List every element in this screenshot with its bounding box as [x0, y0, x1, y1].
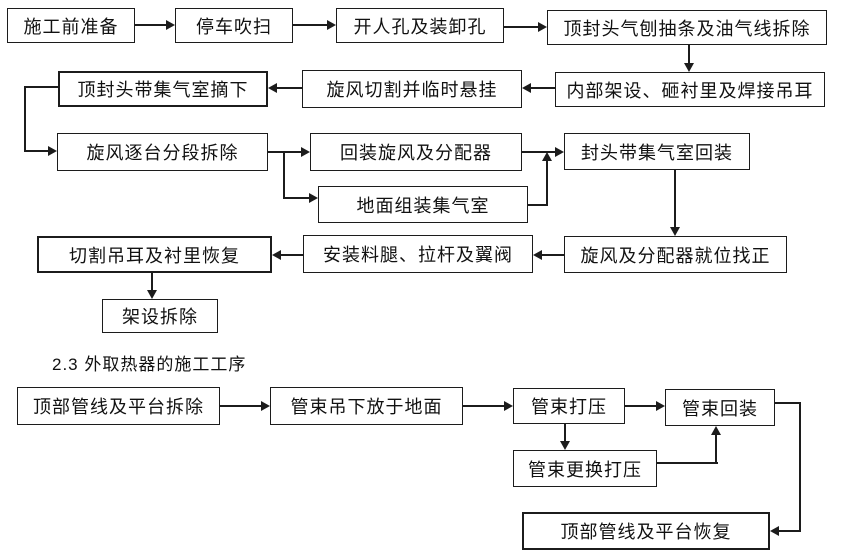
connector-line	[504, 26, 540, 28]
connector-line	[275, 87, 302, 89]
node-open-manhole: 开人孔及装卸孔	[336, 8, 504, 43]
connector-line	[135, 24, 168, 26]
arrow-right-icon	[166, 20, 175, 30]
connector-line	[279, 254, 303, 256]
node-cyclone-reinstall: 回装旋风及分配器	[310, 133, 522, 171]
arrow-left-icon	[533, 250, 542, 260]
arrow-down-icon	[670, 227, 680, 236]
connector-line	[283, 151, 285, 198]
arrow-down-icon	[147, 290, 157, 299]
node-internal-scaffold: 内部架设、砸衬里及焊接吊耳	[555, 72, 825, 107]
arrow-right-icon	[327, 20, 336, 30]
connector-line	[522, 151, 556, 153]
arrow-right-icon	[48, 146, 57, 156]
node-head-reinstall: 封头带集气室回装	[564, 133, 750, 170]
arrow-up-icon	[711, 426, 721, 435]
connector-line	[293, 24, 329, 26]
connector-line	[674, 170, 676, 228]
arrow-left-icon	[522, 83, 531, 93]
connector-line	[546, 160, 548, 206]
arrow-left-icon	[272, 250, 281, 260]
arrow-right-icon	[656, 401, 665, 411]
connector-line	[25, 86, 58, 88]
connector-line	[657, 462, 718, 464]
node-tophead-gouge: 顶封头气刨抽条及油气线拆除	[547, 10, 827, 45]
connector-line	[268, 151, 302, 153]
connector-line	[151, 273, 153, 292]
node-lug-restore: 切割吊耳及衬里恢复	[37, 236, 272, 273]
connector-line	[625, 405, 658, 407]
node-bundle-replace-test: 管束更换打压	[513, 450, 657, 487]
node-prep: 施工前准备	[7, 8, 135, 43]
arrow-right-icon	[301, 147, 310, 157]
arrow-right-icon	[261, 401, 270, 411]
arrow-right-icon	[504, 401, 513, 411]
node-cyclone-dismantle: 旋风逐台分段拆除	[57, 133, 268, 171]
connector-line	[775, 402, 801, 404]
connector-line	[715, 434, 717, 464]
arrow-down-icon	[684, 63, 694, 72]
node-bundle-test: 管束打压	[513, 388, 625, 424]
node-pipe-remove: 顶部管线及平台拆除	[17, 387, 220, 425]
node-cyclone-cut: 旋风切割并临时悬挂	[302, 70, 522, 108]
connector-line	[220, 405, 263, 407]
arrow-up-icon	[542, 152, 552, 161]
connector-line	[540, 254, 564, 256]
node-cyclone-align: 旋风及分配器就位找正	[564, 236, 787, 273]
connector-line	[688, 45, 690, 65]
node-bundle-reinstall: 管束回装	[665, 389, 775, 426]
node-install-legs: 安装料腿、拉杆及翼阀	[303, 235, 533, 273]
node-shutdown-purge: 停车吹扫	[175, 8, 293, 43]
connector-line	[564, 424, 566, 443]
arrow-right-icon	[555, 147, 564, 157]
connector-line	[283, 197, 310, 199]
node-pipe-restore: 顶部管线及平台恢复	[522, 512, 770, 550]
node-scaffold-remove: 架设拆除	[102, 299, 218, 333]
connector-line	[463, 405, 506, 407]
connector-line	[779, 530, 801, 532]
connector-line	[24, 86, 26, 152]
node-ground-assemble: 地面组装集气室	[318, 186, 528, 223]
arrow-right-icon	[538, 22, 547, 32]
connector-line	[529, 87, 555, 89]
connector-line	[528, 204, 548, 206]
arrow-right-icon	[309, 193, 318, 203]
node-bundle-lower: 管束吊下放于地面	[270, 387, 463, 425]
arrow-down-icon	[560, 441, 570, 450]
node-tophead-remove: 顶封头带集气室摘下	[58, 71, 268, 107]
arrow-left-icon	[770, 526, 779, 536]
connector-line	[24, 150, 49, 152]
connector-line	[799, 402, 801, 532]
section-heading: 2.3 外取热器的施工工序	[52, 355, 247, 374]
arrow-left-icon	[268, 83, 277, 93]
